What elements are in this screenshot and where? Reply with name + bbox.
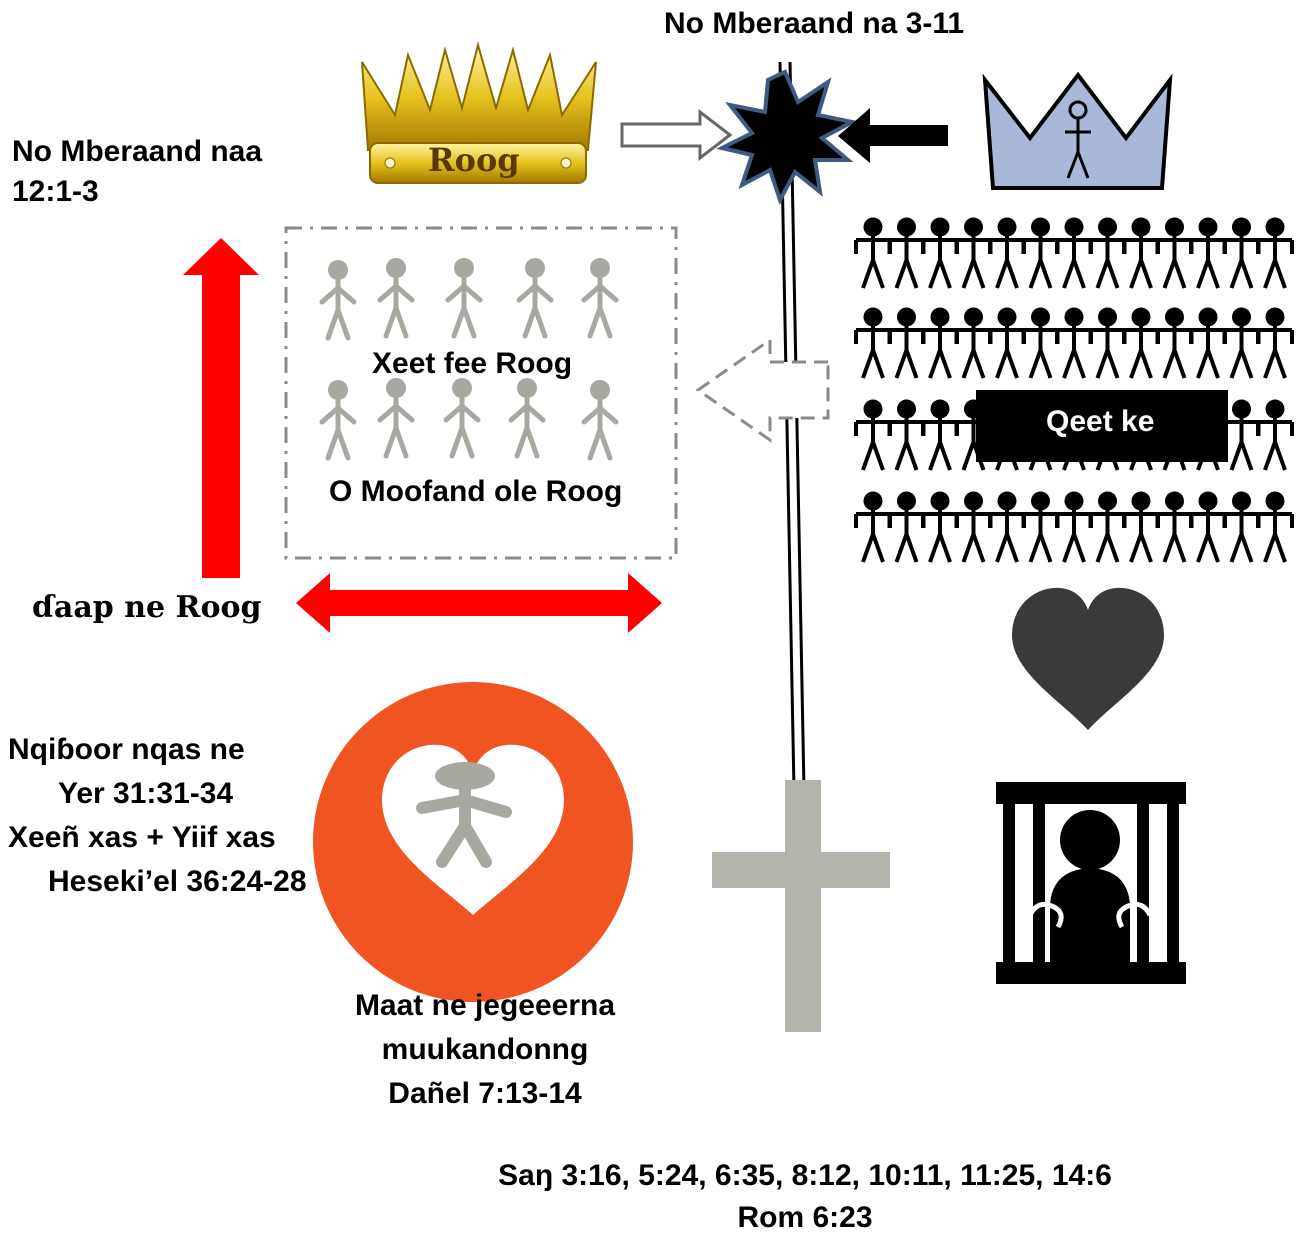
person-black-icon [1155,215,1194,290]
son-line-1: Maat ne jegeeerna [354,989,616,1022]
person-black-icon [921,215,959,290]
person-black-icon [1222,397,1261,472]
left-reference-line-1: No Mberaand naa [12,135,263,168]
covenant-line-3: Xeeñ xas + Yiif xas [8,821,276,854]
person-black-icon [1189,215,1227,290]
prison-icon [996,782,1186,984]
person-black-icon [1088,215,1127,290]
hollow-arrow-icon [620,108,733,162]
person-black-icon [1088,489,1127,564]
person-black-icon [1021,215,1060,290]
person-black-icon [1256,489,1294,564]
person-black-icon [887,215,926,290]
person-black-icon [1222,489,1261,564]
person-black-icon [921,305,959,380]
person-black-icon [988,215,1026,290]
arrow-label: ɗaap ne Roog [32,590,262,625]
gold-crown-icon [361,41,597,184]
covenant-line-2: Yer 31:31-34 [58,777,234,810]
son-line-3: Dañel 7:13-14 [388,1077,582,1110]
person-black-icon [1055,489,1093,564]
person-black-icon [854,489,892,564]
person-black-icon [854,215,892,290]
left-reference-line-2: 12:1-3 [12,175,99,208]
red-up-arrow [183,238,259,578]
dashed-arrow-icon [695,337,830,443]
person-black-icon [1055,305,1093,380]
dashed-box [284,226,678,560]
dark-box [976,390,1228,462]
person-black-icon [954,489,993,564]
cross-icon [712,780,890,1032]
blue-crown-icon [982,71,1173,190]
bottom-reference-2: Rom 6:23 [737,1201,873,1234]
person-black-icon [1122,305,1160,380]
person-black-icon [921,489,959,564]
box-label-bottom: O Moofand ole Roog [329,475,623,508]
person-black-icon [1189,305,1227,380]
person-black-icon [1088,305,1127,380]
person-black-icon [954,215,993,290]
person-black-icon [1055,215,1093,290]
covenant-line-4: Heseki’el 36:24-28 [48,865,307,898]
person-black-icon [1021,305,1060,380]
person-black-icon [887,489,926,564]
dark-box-label: Qeet ke [1046,405,1155,438]
person-black-icon [854,397,892,472]
person-black-icon [1155,489,1194,564]
covenant-line-1: Nqiɓoor nqas ne [8,733,245,766]
person-black-icon [1122,215,1160,290]
person-black-icon [1155,305,1194,380]
person-black-icon [887,305,926,380]
person-black-icon [1256,397,1294,472]
people-black-group [854,215,1294,564]
box-label-top: Xeet fee Roog [372,347,573,380]
person-black-icon [921,397,959,472]
red-double-arrow [296,573,662,633]
person-black-icon [854,305,892,380]
bottom-reference-1: Saŋ 3:16, 5:24, 6:35, 8:12, 10:11, 11:25… [498,1159,1112,1192]
son-line-2: muukandonng [381,1033,589,1066]
orange-heart-circle [313,682,633,1002]
person-black-icon [1122,489,1160,564]
top-reference: No Mberaand na 3-11 [664,7,965,40]
person-black-icon [954,305,993,380]
person-black-icon [1256,305,1294,380]
crown-label: Roog [428,141,520,179]
person-black-icon [1189,489,1227,564]
person-black-icon [1222,215,1261,290]
burst-icon [716,69,858,206]
person-black-icon [887,397,926,472]
person-black-icon [1256,215,1294,290]
person-black-icon [988,489,1026,564]
person-black-icon [1021,489,1060,564]
person-black-icon [988,305,1026,380]
black-arrow-icon [838,108,948,163]
person-black-icon [1222,305,1261,380]
heart-icon [1012,587,1164,730]
